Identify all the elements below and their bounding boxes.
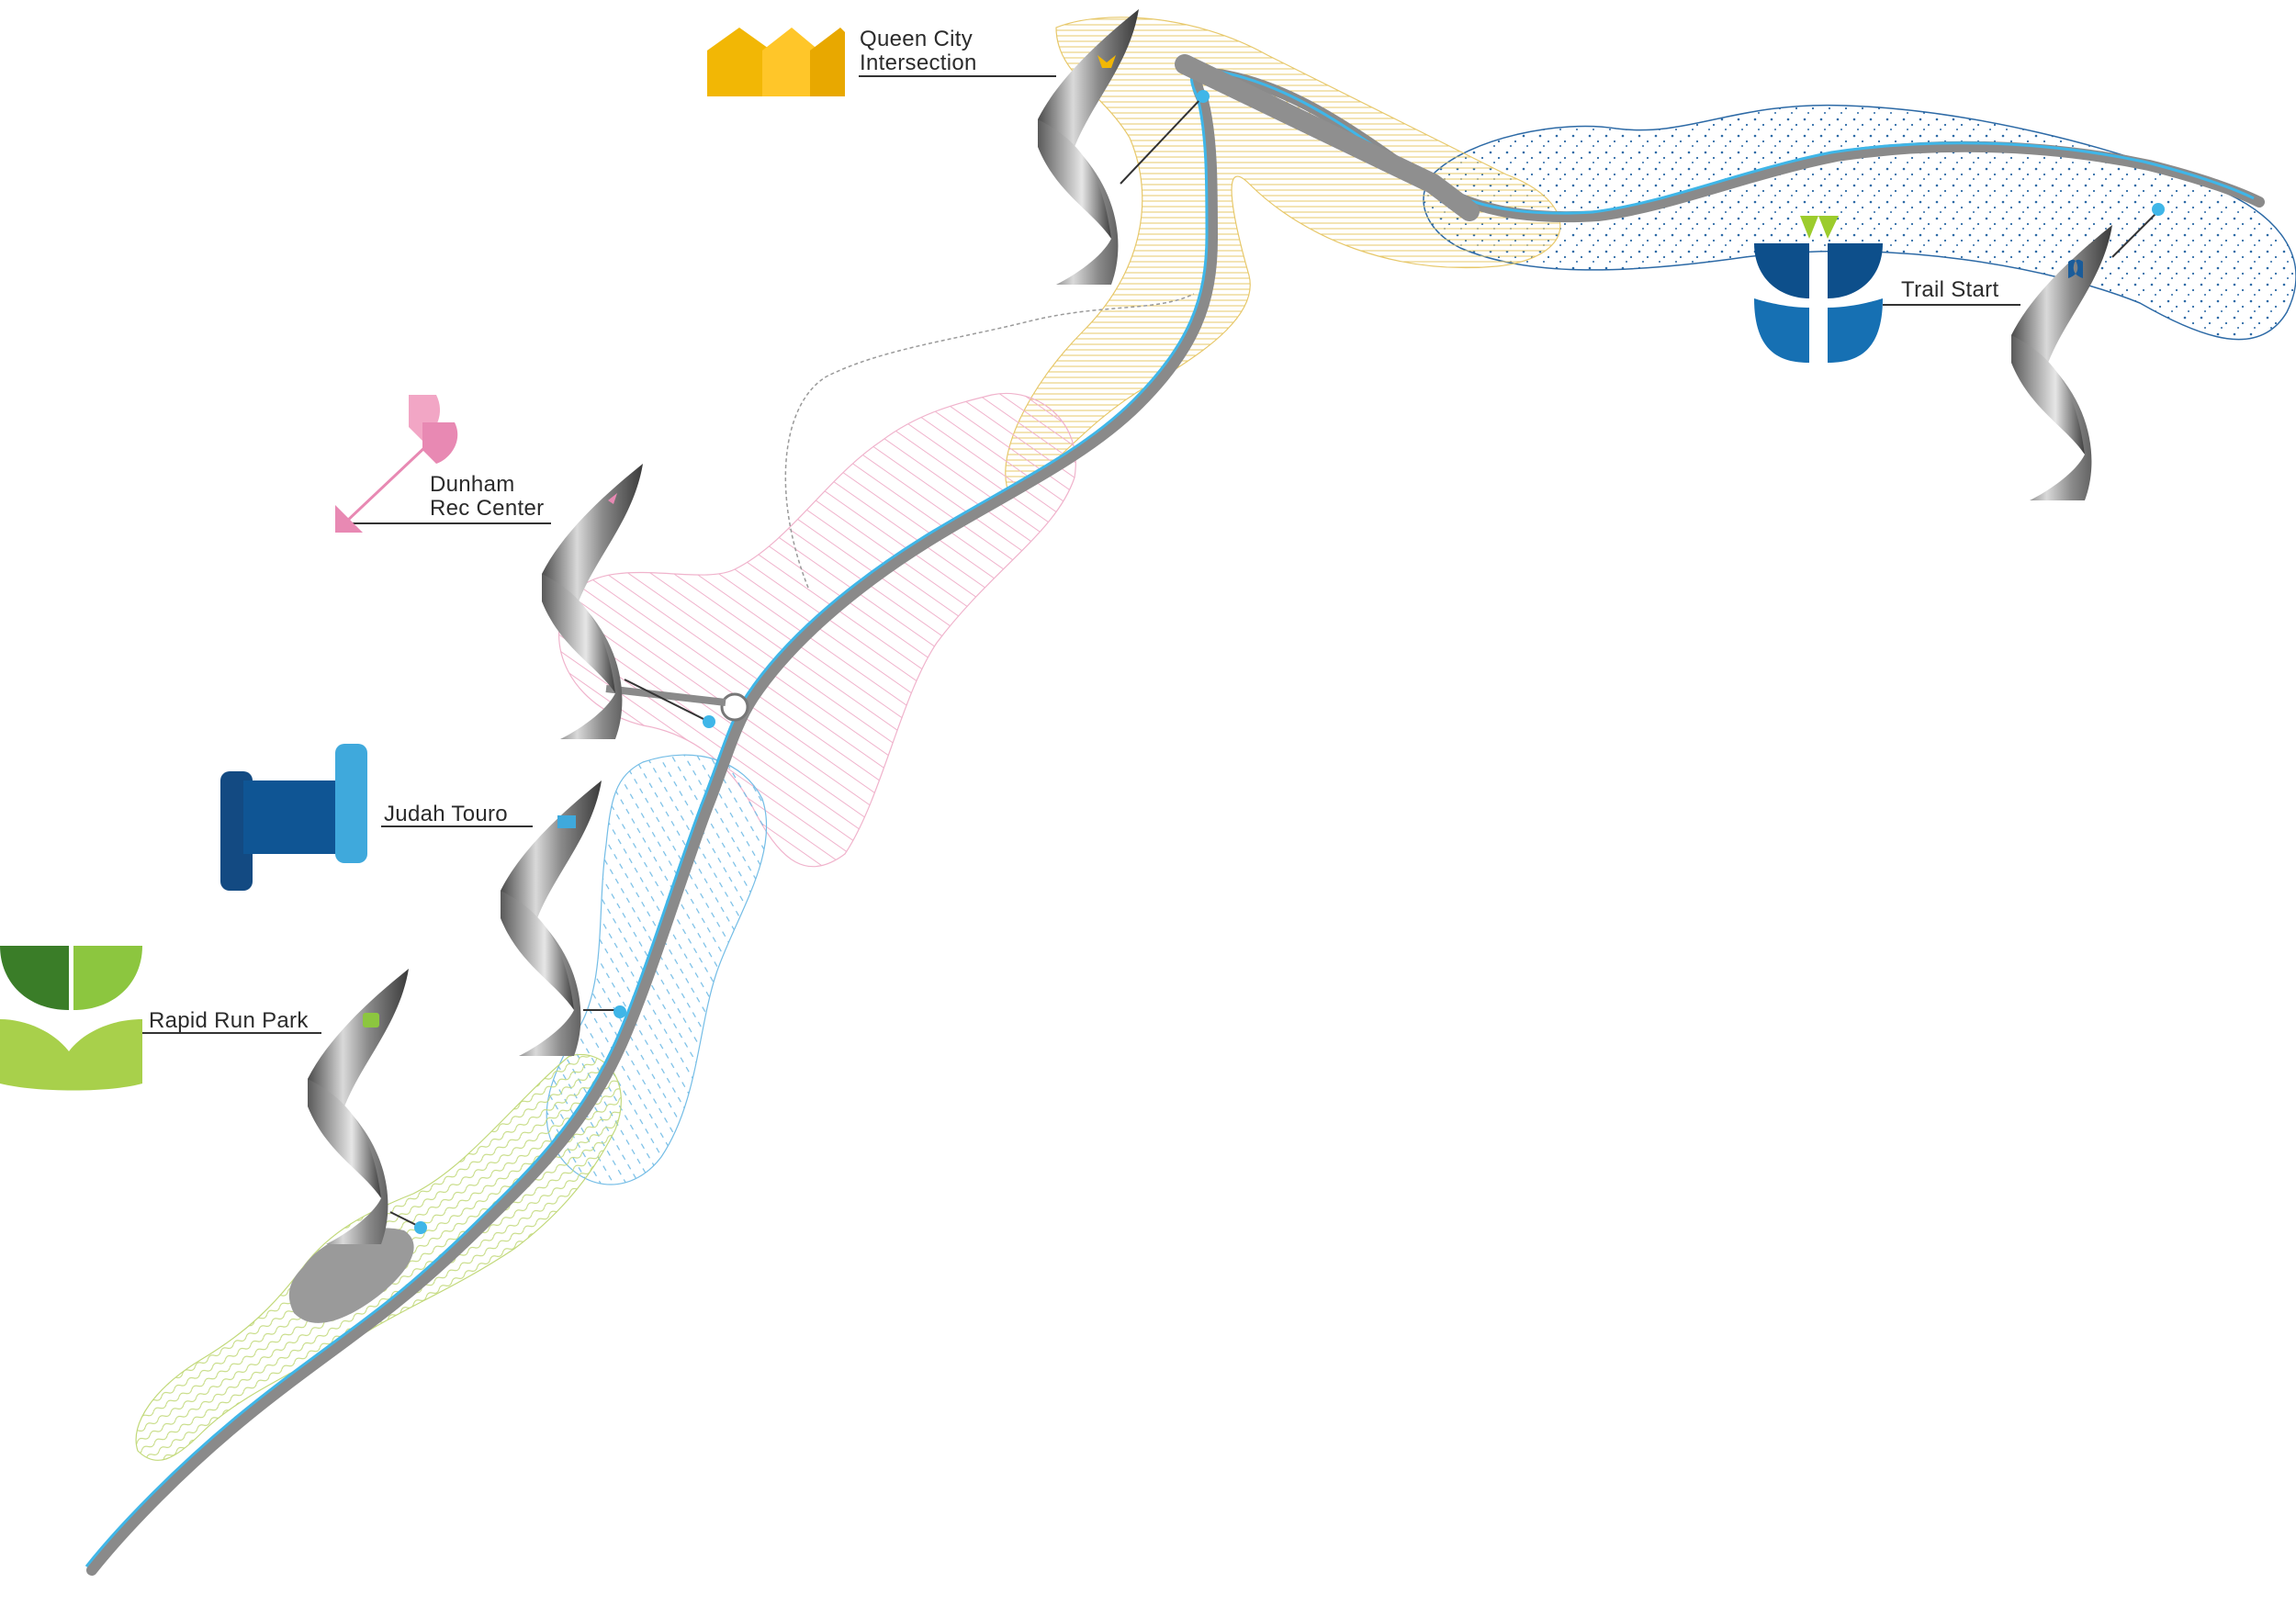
rapid-run-lot [288, 1228, 414, 1323]
label-queen-city: Queen City Intersection [860, 28, 977, 75]
label-trail-start: Trail Start [1901, 278, 1998, 302]
trail-route [84, 54, 2265, 1576]
ribbon-sculpture-icon [308, 969, 409, 1244]
queen-city-road [1175, 54, 1480, 221]
crown-logo-icon [707, 28, 845, 96]
label-rapid-run-line1: Rapid Run Park [149, 1008, 309, 1033]
ribbon-sculpture-icon [2011, 225, 2112, 500]
bridge-logo-icon [220, 744, 367, 891]
dashed-loop-path [784, 293, 1195, 589]
label-queen-city-line2: Intersection [860, 51, 977, 75]
ribbon-sculpture-icon [1038, 9, 1139, 285]
dunham-spur [605, 685, 726, 706]
leader-queen-city-2 [1120, 95, 1204, 185]
label-dunham-line1: Dunham [430, 472, 515, 497]
label-trail-start-line1: Trail Start [1901, 277, 1999, 302]
water-line [84, 68, 2255, 1567]
label-queen-city-line1: Queen City [860, 27, 974, 51]
arrow-logo-icon [335, 395, 458, 533]
butterfly-logo-icon [1754, 216, 1883, 363]
trail-path [86, 67, 2265, 1576]
marker-dot-dunham [703, 715, 715, 728]
leader-rapid-run-2 [389, 1211, 419, 1227]
leader-dunham-2 [624, 679, 708, 722]
label-judah-line1: Judah Touro [384, 802, 508, 826]
roundabout [720, 692, 749, 722]
marker-dot-rapid-run [414, 1221, 427, 1234]
leader-lines [142, 75, 2159, 1227]
ribbon-sculpture-icon [501, 780, 602, 1056]
label-rapid-run: Rapid Run Park [149, 1009, 309, 1033]
marker-dot-judah [613, 1005, 626, 1018]
stop-markers [414, 90, 2165, 1234]
label-dunham: Dunham Rec Center [430, 473, 544, 521]
label-judah: Judah Touro [384, 803, 508, 826]
leader-trail-start-2 [2111, 210, 2159, 258]
label-dunham-line2: Rec Center [430, 496, 545, 521]
ribbon-sculpture-icon [542, 464, 643, 739]
marker-dot-trail-start [2152, 203, 2165, 216]
marker-dot-queen-city [1197, 90, 1210, 103]
leaf-logo-icon [0, 946, 142, 1091]
zone-queen-city [1005, 17, 1561, 497]
